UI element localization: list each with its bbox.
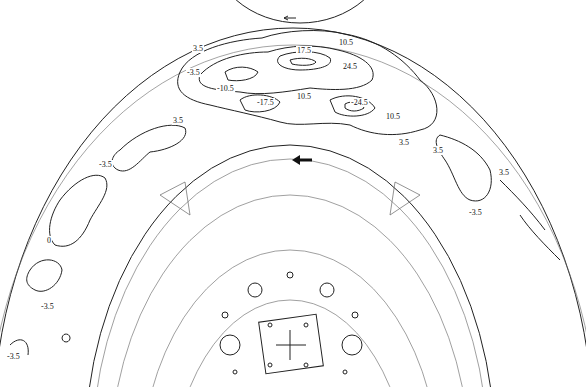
- contour-value: 3.5: [498, 168, 510, 177]
- inner-ring: [85, 145, 495, 387]
- inner-marks: [160, 182, 420, 215]
- contour-value: 3.5: [172, 116, 184, 125]
- outer-disc-edge: [0, 45, 586, 387]
- outer-disc: [0, 28, 586, 387]
- contour-value: -17.5: [256, 98, 275, 107]
- contour-value: -3.5: [186, 68, 201, 77]
- contour-value: -3.5: [40, 302, 55, 311]
- contour-value: 0: [46, 236, 52, 245]
- contour-value: 10.5: [296, 92, 312, 101]
- rotation-arrow-head: [292, 155, 300, 165]
- contour-value: 3.5: [192, 44, 204, 53]
- contour-value: -3.5: [468, 208, 483, 217]
- contour-value: -3.5: [6, 352, 21, 361]
- contour-value: 3.5: [432, 146, 444, 155]
- contour-value: 10.5: [338, 38, 354, 47]
- contour-value: -10.5: [216, 84, 235, 93]
- inner-ring-2: [92, 159, 488, 387]
- contour-value: -3.5: [98, 160, 113, 169]
- roller-arrow: [284, 16, 296, 20]
- contour-value: 10.5: [385, 112, 401, 121]
- contour-value: 3.5: [398, 138, 410, 147]
- roller-outline: [210, 0, 390, 23]
- inner-ring-3: [110, 195, 470, 387]
- contour-value: -24.5: [350, 98, 369, 107]
- contour-value: 24.5: [342, 62, 358, 71]
- contour-value: 17.5: [296, 46, 312, 55]
- inner-ring-4: [140, 250, 440, 387]
- inner-ring-5: [170, 300, 410, 387]
- rotation-arrow: [298, 159, 312, 162]
